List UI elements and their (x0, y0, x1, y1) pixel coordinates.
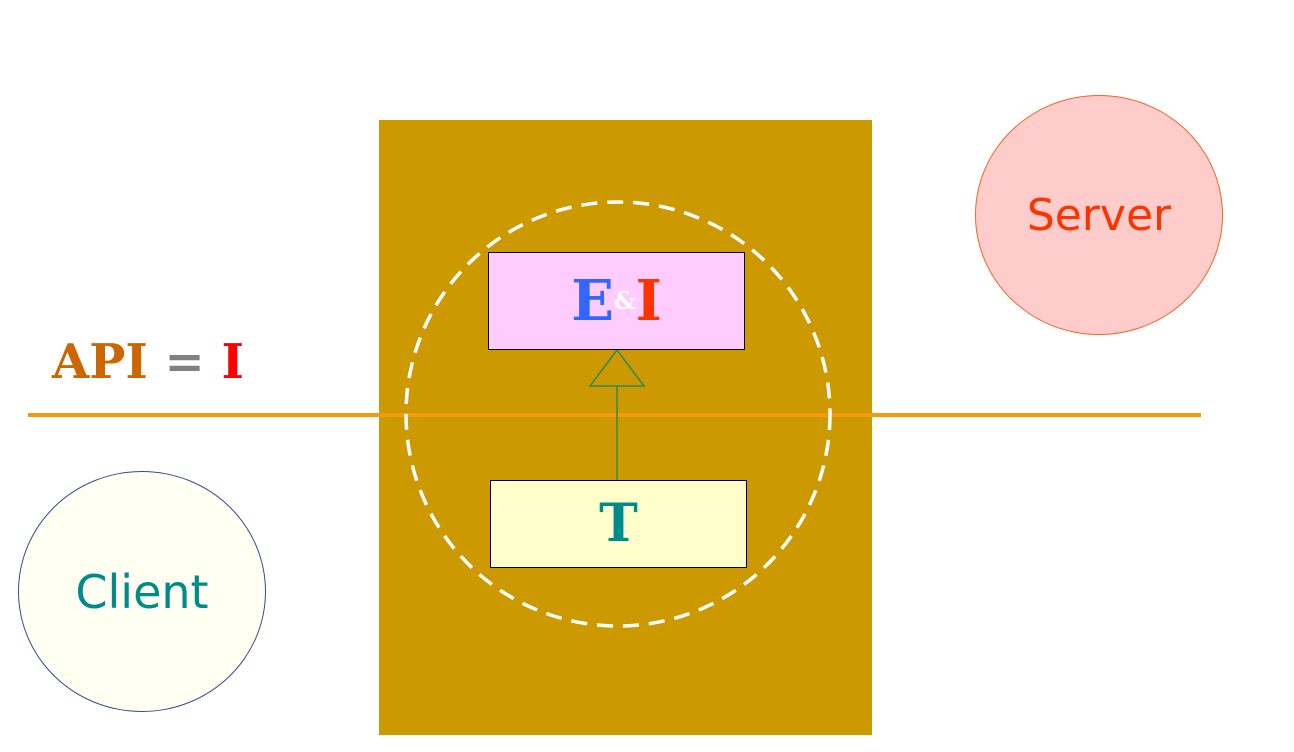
client-label: Client (75, 564, 209, 619)
api-i-letter: I (221, 334, 244, 390)
api-boundary-line (28, 413, 1201, 417)
api-text: API (52, 334, 148, 390)
equals-sign: = (164, 334, 205, 390)
implementation-box: T (490, 480, 747, 568)
ei-i-letter: I (635, 268, 662, 334)
client-circle: Client (18, 471, 266, 712)
server-label: Server (1026, 189, 1172, 241)
ei-ampersand: & (613, 286, 636, 315)
t-letter: T (599, 493, 638, 554)
interface-box: E&I (488, 252, 745, 350)
ei-e-letter: E (571, 268, 614, 334)
server-circle: Server (975, 95, 1223, 335)
api-equals-i-label: API = I (52, 338, 244, 386)
component-panel (379, 120, 872, 735)
